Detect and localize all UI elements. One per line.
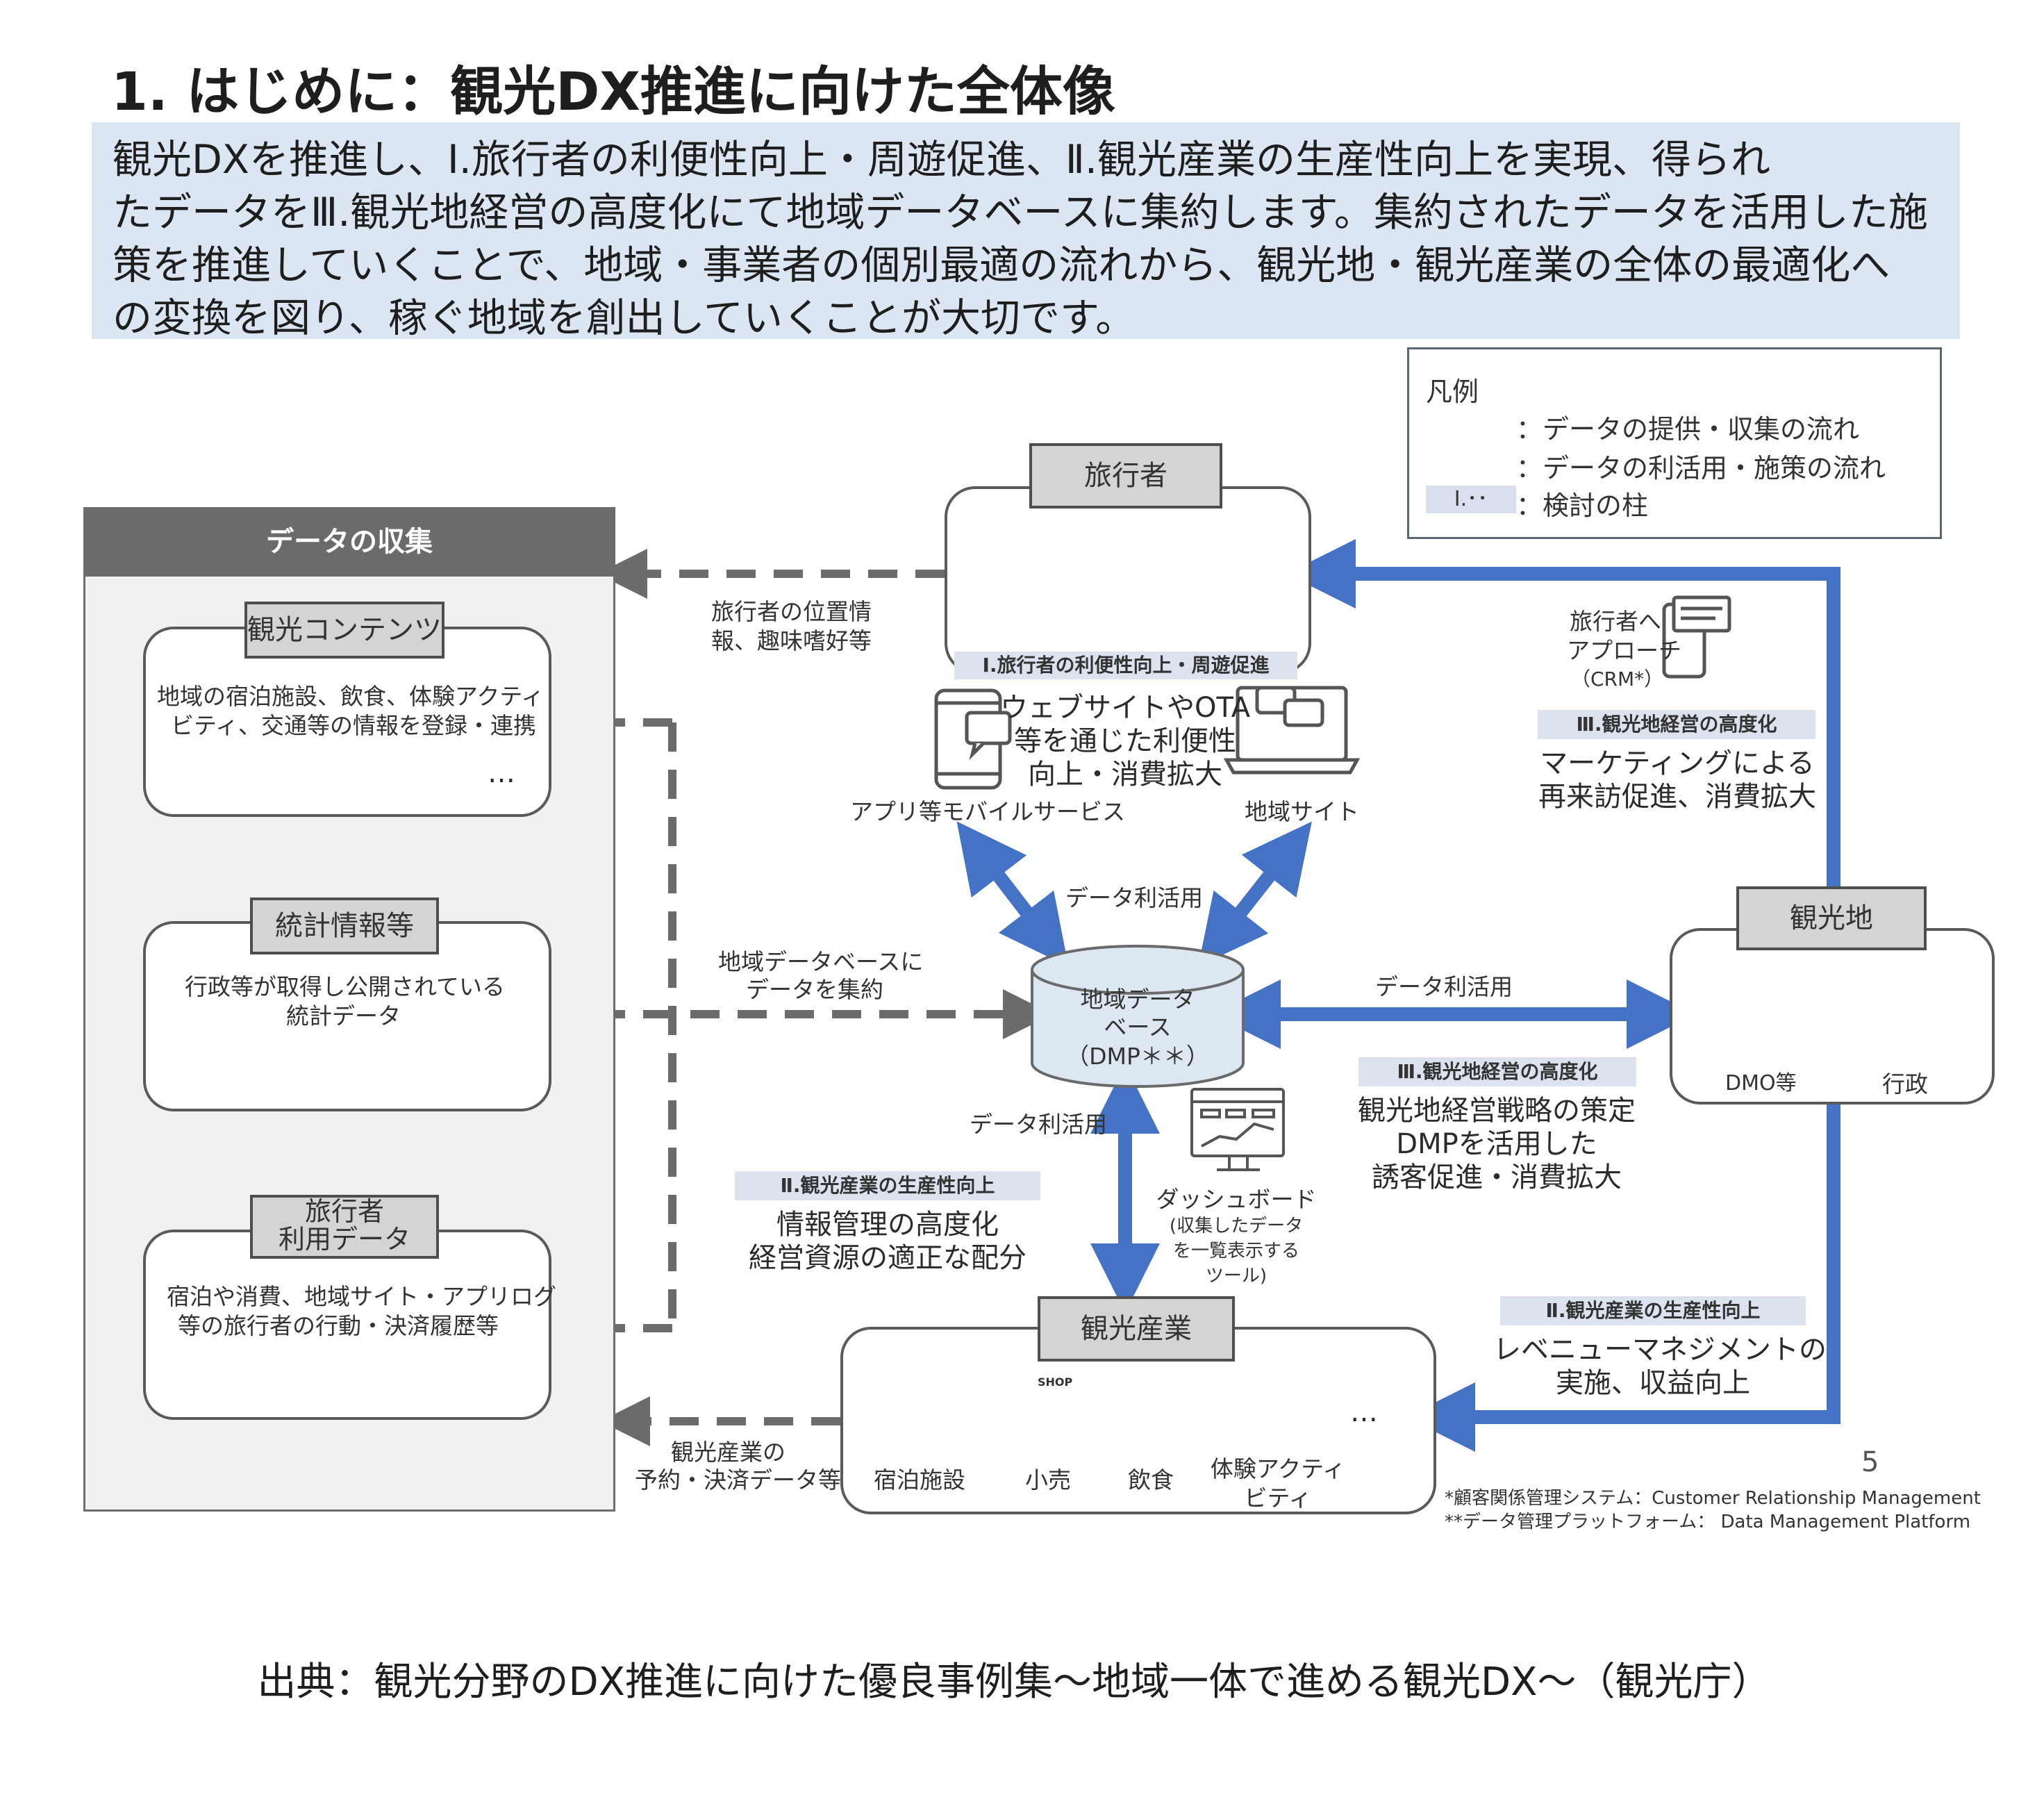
database-cylinder: [1031, 945, 1245, 1088]
pillar3-mid-badge: Ⅲ.観光地経営の高度化: [1358, 1057, 1636, 1086]
legend-blue-arrow-label: ：データの利活用・施策の流れ: [1516, 453, 1886, 483]
dashboard-line: ツール): [1205, 1266, 1268, 1287]
pillar3-mid-line: DMPを活用した: [1396, 1128, 1597, 1160]
booking-flow-label: 予約・決済データ等: [635, 1466, 841, 1494]
traveler-label: 旅行者: [1029, 443, 1222, 508]
intro-line: 観光DXを推進し、Ⅰ.旅行者の利便性向上・周遊促進、Ⅱ.観光産業の生産性向上を実…: [113, 137, 1771, 183]
source-citation: 出典：観光分野のDX推進に向けた優良事例集～地域一体で進める観光DX～（観光庁）: [257, 1660, 1771, 1705]
statistics-label: 統計情報等: [250, 897, 439, 954]
traveler-data-label: 旅行者 利用データ: [250, 1195, 439, 1259]
legend: 凡例 ：データの提供・収集の流れ ：データの利活用・施策の流れ Ⅰ.･･ ：検討…: [1407, 347, 1942, 539]
pillar3-top-badge: Ⅲ.観光地経営の高度化: [1538, 710, 1815, 739]
content-desc-line: ビティ、交通等の情報を登録・連携: [171, 712, 537, 739]
tourism-industry-label: 観光産業: [1038, 1296, 1235, 1362]
smartphone-icon: [934, 688, 1012, 790]
footnote-crm: *顧客関係管理システム：Customer Relationship Manage…: [1445, 1488, 1981, 1509]
data-collection-header: データの収集: [83, 507, 615, 577]
aggregate-flow-label: 地域データベースに: [718, 948, 924, 975]
pillar2-right-line: 実施、収益向上: [1556, 1367, 1750, 1399]
traveler-data-desc-line: 宿泊や消費、地域サイト・アプリログ: [167, 1283, 556, 1310]
footnote-dmp: **データ管理プラットフォーム： Data Management Platfor…: [1445, 1512, 1971, 1532]
retail-label: 小売: [1025, 1466, 1071, 1494]
location-flow-label: 旅行者の位置情: [711, 598, 872, 625]
stats-desc-line: 行政等が取得し公開されている: [185, 973, 506, 1000]
regional-site-label: 地域サイト: [1245, 798, 1359, 825]
database-label-line: （DMP＊＊）: [1066, 1043, 1209, 1070]
destination-box: [1670, 928, 1995, 1105]
shop-sign: SHOP: [1038, 1375, 1073, 1389]
web-ota-line: 等を通じた利便性: [1014, 725, 1236, 757]
tourism-content-label: 観光コンテンツ: [244, 602, 444, 659]
page-title: 1. はじめに：観光DX推進に向けた全体像: [111, 60, 1115, 122]
stats-desc-line: 統計データ: [286, 1002, 401, 1029]
dashboard-line: ダッシュボード: [1156, 1186, 1317, 1213]
pillar2-left-line: 経営資源の適正な配分: [749, 1242, 1027, 1274]
app-db-arrow: [956, 821, 1069, 967]
blue-flow-lines: [956, 539, 1840, 1452]
pillar1-badge: Ⅰ.旅行者の利便性向上・周遊促進: [954, 652, 1297, 679]
pillar3-top-line: 再来訪促進、消費拡大: [1538, 781, 1816, 813]
data-use-label-bottom: データ利活用: [970, 1111, 1107, 1138]
lodging-label: 宿泊施設: [874, 1466, 965, 1494]
industry-ellipsis: …: [1350, 1396, 1378, 1428]
dmo-label: DMO等: [1725, 1071, 1797, 1095]
destination-industry-arrow: [1406, 1102, 1840, 1452]
pillar3-mid-line: 観光地経営戦略の策定: [1358, 1095, 1636, 1127]
pillar3-top-line: マーケティングによる: [1540, 747, 1815, 779]
crm-phone-icon: [1662, 595, 1731, 679]
web-ota-line: 向上・消費拡大: [1028, 759, 1222, 791]
database-label-line: ベース: [1104, 1014, 1172, 1041]
traveler-data-label-line: 利用データ: [278, 1224, 410, 1255]
crm-line: アプローチ: [1567, 637, 1681, 664]
traveler-data-label-line: 旅行者: [304, 1196, 384, 1227]
laptop-icon: [1223, 686, 1361, 775]
crm-line: 旅行者へ: [1570, 608, 1661, 635]
dashboard-line: (収集したデータ: [1169, 1216, 1304, 1236]
traveler-data-desc-line: 等の旅行者の行動・決済履歴等: [178, 1312, 499, 1339]
data-use-label-right: データ利活用: [1375, 973, 1513, 1000]
pillar2-left-line: 情報管理の高度化: [776, 1209, 999, 1241]
intro-box: 観光DXを推進し、Ⅰ.旅行者の利便性向上・周遊促進、Ⅱ.観光産業の生産性向上を実…: [92, 122, 1960, 341]
content-desc-line: 地域の宿泊施設、飲食、体験アクティ: [157, 683, 545, 710]
crm-line: （CRM*）: [1571, 668, 1664, 690]
data-use-label-top: データ利活用: [1065, 884, 1203, 911]
location-flow-label: 報、趣味嗜好等: [711, 627, 872, 654]
pillar2-right-badge: Ⅱ.観光産業の生産性向上: [1500, 1296, 1806, 1325]
government-label: 行政: [1882, 1070, 1928, 1098]
intro-line: 策を推進していくことで、地域・事業者の個別最適の流れから、観光地・観光産業の全体…: [113, 242, 1890, 288]
destination-traveler-arrow: [1286, 539, 1840, 886]
traveler-data-card: [143, 1230, 551, 1420]
web-ota-line: ウェブサイトやOTA: [1000, 692, 1251, 724]
site-db-arrow: [1198, 821, 1312, 967]
content-ellipsis: …: [488, 757, 515, 789]
legend-pillar-badge: Ⅰ.･･: [1426, 486, 1516, 513]
booking-flow-label: 観光産業の: [671, 1439, 786, 1466]
dashboard-icon: [1190, 1088, 1285, 1171]
legend-title: 凡例: [1426, 377, 1479, 407]
intro-line: の変換を図り、稼ぐ地域を創出していくことが大切です。: [113, 295, 1136, 341]
pillar2-right-line: レベニューマネジメントの: [1493, 1334, 1827, 1366]
traveler-box: [945, 486, 1311, 674]
activity-label: 体験アクティ: [1210, 1455, 1346, 1482]
intro-line: たデータをⅢ.観光地経営の高度化にて地域データベースに集約します。集約されたデー…: [113, 190, 1928, 235]
dashboard-line: を一覧表示する: [1172, 1241, 1299, 1261]
legend-gray-arrow-label: ：データの提供・収集の流れ: [1516, 414, 1860, 445]
pillar2-left-badge: Ⅱ.観光産業の生産性向上: [735, 1171, 1040, 1200]
page-number: 5: [1861, 1446, 1879, 1478]
activity-label: ビティ: [1244, 1484, 1312, 1512]
legend-pillar-label: ：検討の柱: [1516, 490, 1649, 521]
pillar3-mid-line: 誘客促進・消費拡大: [1372, 1161, 1622, 1193]
food-label: 飲食: [1128, 1466, 1174, 1494]
destination-label: 観光地: [1736, 886, 1927, 950]
app-service-label: アプリ等モバイルサービス: [850, 798, 1125, 825]
database-label-line: 地域データ: [1080, 986, 1195, 1013]
aggregate-flow-label: データを集約: [746, 976, 883, 1003]
